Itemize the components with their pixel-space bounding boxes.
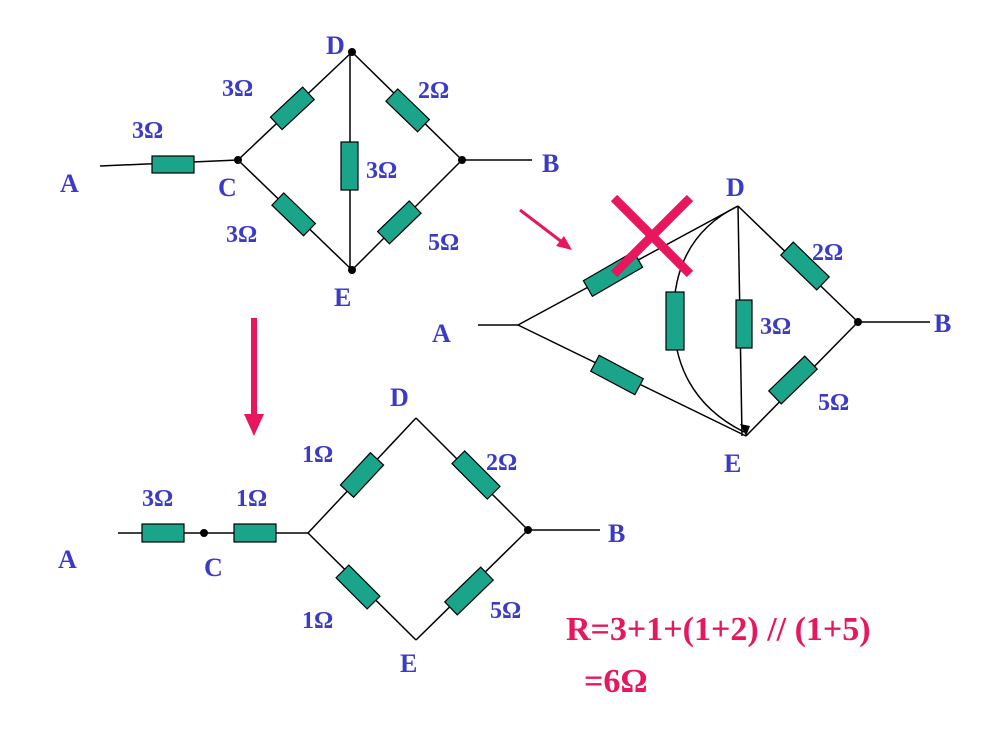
node-label-d: D [326,31,345,60]
resistor-db [385,88,431,133]
resistor-eb [376,200,422,245]
resistor-left-lower [335,564,381,610]
node-label-e: E [400,649,417,678]
node-label-c: C [204,553,223,582]
node-b-dot [854,318,862,326]
cross-mark-icon [610,194,694,278]
resistor-ce [271,192,317,237]
resistor-value-db: 2Ω [812,240,843,266]
resistor-right-upper [451,450,501,500]
resistor-value-left-upper: 1Ω [302,442,333,468]
resistor-series-1 [141,523,185,543]
resistor-value-series-1: 3Ω [142,486,173,512]
resistor-left-upper [339,451,385,499]
original-circuit: A C D E B 3Ω 3Ω 3Ω 3Ω 2Ω 5Ω [60,31,559,312]
resistor-de [735,299,753,349]
resistor-value-ac: 3Ω [132,118,163,144]
node-label-d: D [390,383,409,412]
resistor-value-right-lower: 5Ω [490,598,521,624]
resistor-cd [269,86,316,131]
arrow-right-shaft [519,208,563,244]
node-label-a: A [60,169,79,198]
node-label-b: B [608,519,625,548]
resistor-db [779,241,831,291]
resistor-right-lower [443,566,495,616]
resistor-value-de: 3Ω [366,158,397,184]
resistor-ae [589,354,645,396]
arrow-right-head [556,236,572,250]
resistor-value-right-upper: 2Ω [486,450,517,476]
node-label-d: D [726,173,745,202]
resistor-value-ce: 3Ω [226,222,257,248]
node-label-b: B [934,309,951,338]
node-c-dot [200,529,208,537]
node-e-dot [348,266,356,274]
node-label-e: E [724,449,741,478]
resistor-value-eb: 5Ω [818,390,849,416]
node-label-a: A [58,545,77,574]
equivalent-circuit: A C D E B 3Ω 1Ω 1Ω 2Ω 1Ω 5Ω [58,383,625,678]
resistor-ac [151,155,195,174]
node-d-dot [348,48,356,56]
resistor-de [340,141,359,191]
node-label-c: C [218,173,237,202]
formula-line-1: R=3+1+(1+2) // (1+5) [566,611,871,648]
arrow-down-head [244,414,264,436]
resistor-value-db: 2Ω [418,78,449,104]
resistor-value-eb: 5Ω [428,230,459,256]
resistor-series-2 [233,523,277,543]
result-formula: R=3+1+(1+2) // (1+5) =6Ω [566,611,871,700]
transform-arrows [244,208,572,436]
resistor-curve [665,291,685,351]
node-label-a: A [432,319,451,348]
resistor-value-cd: 3Ω [222,76,253,102]
formula-line-2: =6Ω [584,663,648,700]
redrawn-circuit: A D E B 3Ω 2Ω 5Ω [432,173,951,478]
node-b-dot [458,156,466,164]
arrowhead-e [740,424,750,436]
resistor-value-series-2: 1Ω [236,486,267,512]
node-c-dot [234,156,242,164]
resistor-value-de: 3Ω [760,314,791,340]
node-label-b: B [542,149,559,178]
resistor-value-left-lower: 1Ω [302,608,333,634]
resistor-eb [767,355,819,405]
node-b-dot [524,526,532,534]
node-label-e: E [334,283,351,312]
